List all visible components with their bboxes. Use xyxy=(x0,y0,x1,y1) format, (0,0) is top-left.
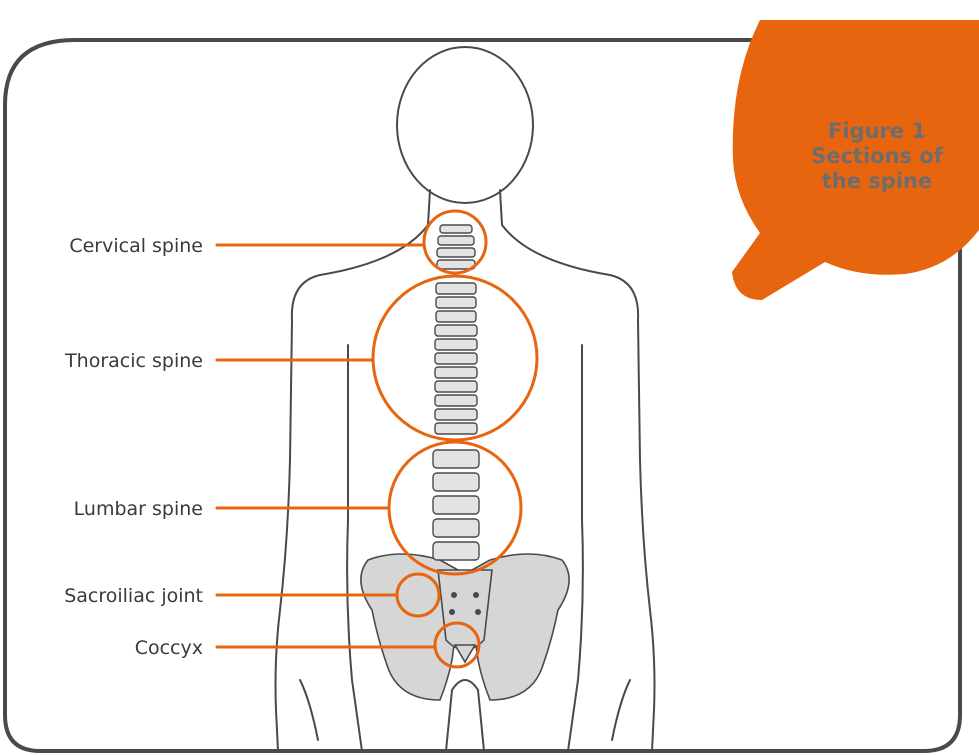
label-cervical-spine: Cervical spine xyxy=(69,235,203,257)
label-coccyx: Coccyx xyxy=(135,637,203,659)
label-lumbar-spine: Lumbar spine xyxy=(74,498,203,520)
badge-line-3: the spine xyxy=(822,169,932,193)
pelvis xyxy=(361,554,569,700)
badge-line-2: Sections of xyxy=(811,144,944,168)
label-thoracic-spine: Thoracic spine xyxy=(64,350,203,372)
figure-badge: Figure 1 Sections of the spine xyxy=(732,20,979,300)
badge-line-1: Figure 1 xyxy=(828,119,926,143)
label-sacroiliac-joint: Sacroiliac joint xyxy=(64,585,203,607)
